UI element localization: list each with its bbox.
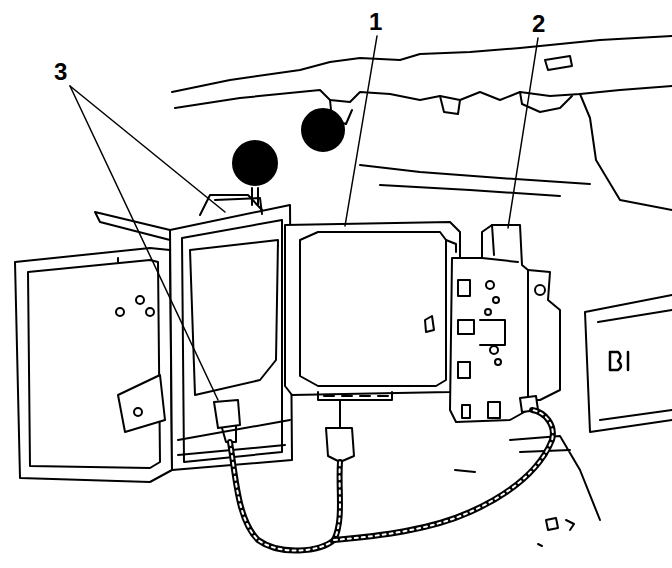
- adjacent-component: [455, 295, 672, 546]
- leader-lines: [70, 36, 538, 400]
- headlamp-housing: [15, 188, 292, 482]
- body-panel: [172, 36, 672, 210]
- relay-bracket: [450, 225, 560, 422]
- callout-number: 3: [54, 60, 67, 84]
- callout-number: 2: [532, 12, 545, 36]
- wiring-harness: [214, 396, 553, 551]
- access-hole: [302, 109, 344, 151]
- control-module: [285, 222, 460, 400]
- access-hole: [233, 141, 277, 185]
- callout-number: 1: [369, 10, 382, 34]
